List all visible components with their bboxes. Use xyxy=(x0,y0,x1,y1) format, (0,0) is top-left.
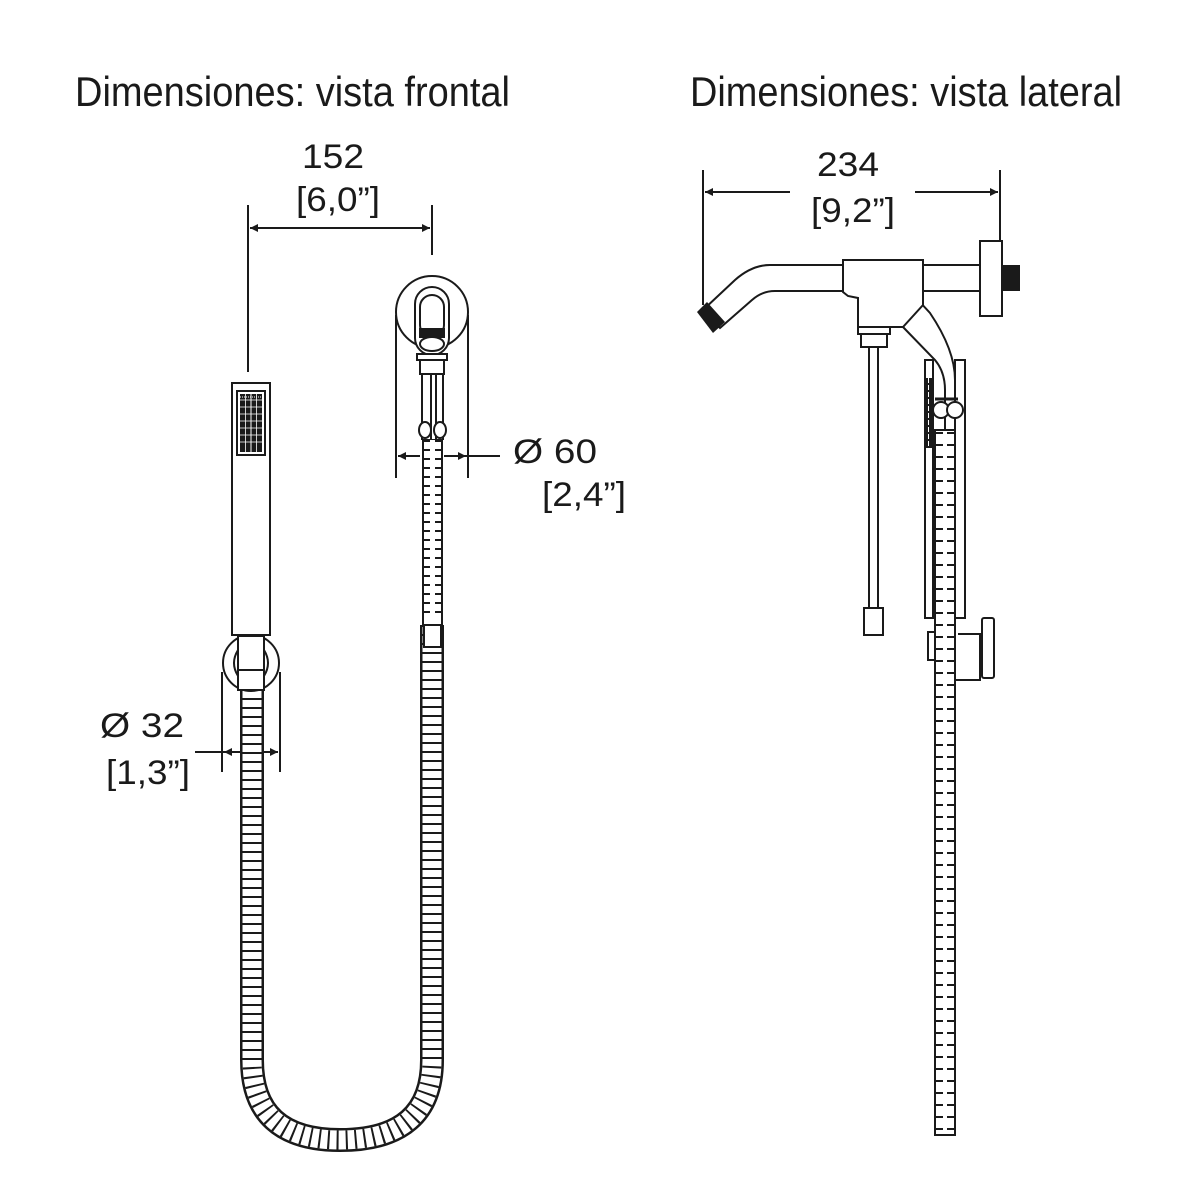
width-mm-label: 152 xyxy=(302,138,364,176)
depth-mm-label: 234 xyxy=(817,146,879,184)
side-view: 234 [9,2”] xyxy=(697,146,1020,1136)
spray-nozzles xyxy=(240,394,262,452)
handshower xyxy=(222,382,280,692)
holder-diameter-in-label: [1,3”] xyxy=(106,754,190,792)
shower-nozzle xyxy=(697,302,725,333)
flange-diameter-dimension: Ø 60 [2,4”] xyxy=(395,315,626,514)
side-view-title: Dimensiones: vista lateral xyxy=(690,68,1122,115)
flange-diameter-in-label: [2,4”] xyxy=(542,476,626,514)
slide-bar xyxy=(901,298,995,681)
width-in-label: [6,0”] xyxy=(296,181,380,219)
holder-diameter-dimension: Ø 32 [1,3”] xyxy=(100,672,281,792)
wall-flange xyxy=(979,240,1003,317)
holder-diameter-mm-label: Ø 32 xyxy=(100,707,184,745)
front-view: 152 [6,0”] xyxy=(100,138,626,1153)
wall-thread xyxy=(1002,265,1020,291)
width-dimension: 152 [6,0”] xyxy=(247,138,433,372)
flange-diameter-mm-label: Ø 60 xyxy=(513,433,597,471)
depth-in-label: [9,2”] xyxy=(811,192,895,230)
front-view-title: Dimensiones: vista frontal xyxy=(75,68,510,115)
shower-arm xyxy=(697,240,1020,636)
side-hose xyxy=(934,429,956,1136)
wall-outlet-bracket xyxy=(395,275,469,440)
depth-dimension: 234 [9,2”] xyxy=(702,146,1001,305)
shower-hose xyxy=(240,439,444,1153)
